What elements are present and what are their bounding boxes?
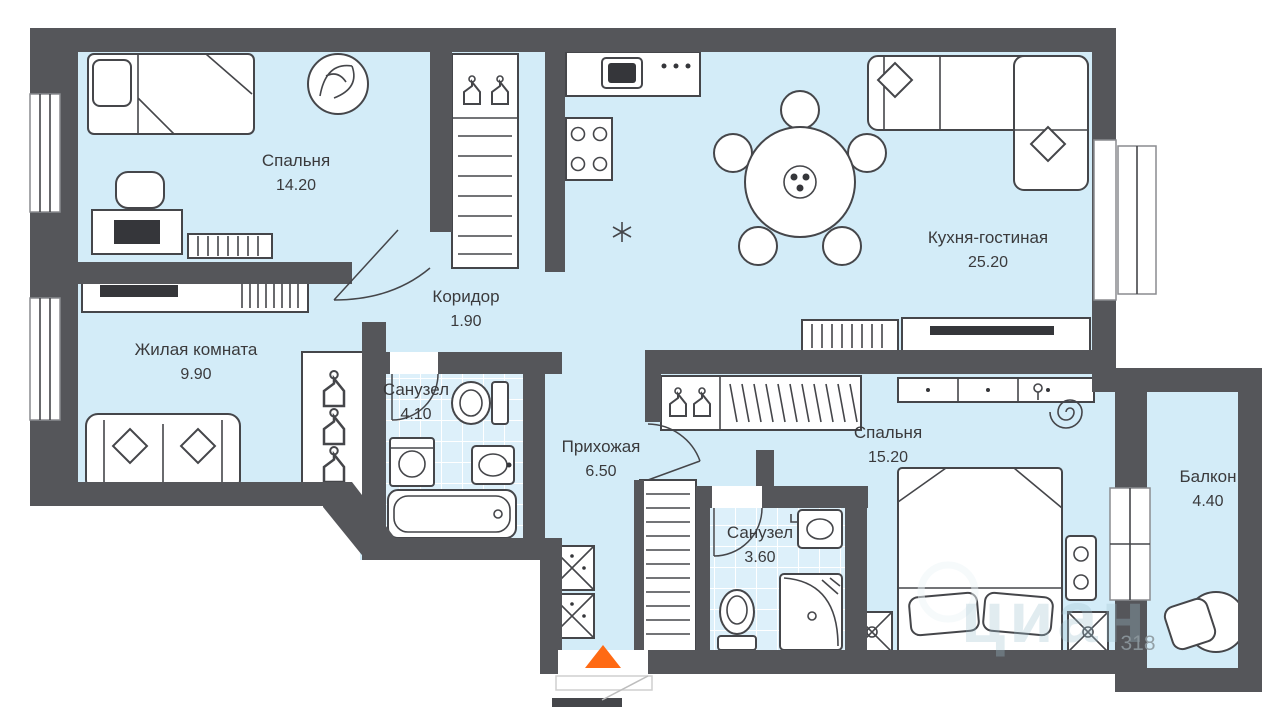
toilet-icon [451,381,509,425]
bookshelf-icon [187,233,273,259]
window-icon [29,93,61,213]
ceiling-light-icon [612,222,632,242]
bed-icon [897,467,1063,655]
doors [333,229,763,557]
room-label-balcony: Балкон [1179,467,1236,486]
door-swing [390,352,439,421]
wardrobe-icon [301,351,367,499]
sconce-icon [1033,383,1043,400]
room-labels: Спальня 14.20 Жилая комната 9.90 Коридор… [135,151,1237,566]
entrance-marker [585,645,621,668]
sink-icon [790,509,843,549]
stove-icon [565,117,613,181]
wardrobe-icon [660,375,862,431]
dresser-icon [897,377,1095,403]
kitchen-counter-icon [565,51,701,97]
room-label-living-room: Жилая комната [135,340,258,359]
wardrobe-icon [639,479,697,653]
room-label-bathroom-2: Санузел [727,523,793,542]
room-label-kitchen-living: Кухня-гостиная [928,228,1048,247]
room-area-corridor: 1.90 [450,313,481,330]
door-swing [712,486,763,557]
room-label-corridor: Коридор [432,287,499,306]
wardrobe-icon [451,53,519,269]
room-area-hallway: 6.50 [585,463,616,480]
watermark-logo-icon [917,561,979,623]
room-area-living-room: 9.90 [180,366,211,383]
room-label-bedroom-2: Спальня [854,423,922,442]
window-icon [29,297,61,421]
window-icon [1093,139,1157,301]
room-label-bathroom-1: Санузел [383,380,449,399]
shower-icon [779,573,843,651]
shelf-icon [1065,535,1097,601]
washing-machine-icon [389,437,435,487]
room-label-bedroom-1: Спальня [262,151,330,170]
room-area-bedroom-1: 14.20 [276,177,316,194]
room-area-bathroom-1: 4.10 [400,406,431,423]
balcony-chair-icon [1163,597,1217,651]
bed-icon [87,53,255,135]
watermark-number: 318 [1120,632,1155,655]
balcony-door-icon [1109,487,1151,601]
room-label-hallway: Прихожая [562,437,641,456]
media-unit-icon [801,317,1091,353]
bathtub-icon [387,489,517,539]
toilet-icon [717,589,757,651]
corner-sofa-icon [867,55,1089,191]
watermark: циан 318 [917,561,1156,658]
plant-icon [1049,399,1083,429]
dining-table-icon [713,90,887,266]
room-area-balcony: 4.40 [1192,493,1223,510]
room-area-bedroom-2: 15.20 [868,449,908,466]
entrance [552,645,653,707]
desk-icon [91,171,183,255]
sink-icon [471,445,515,485]
furniture-layer [81,51,1247,655]
sofa-icon [85,413,241,493]
windows [29,93,1157,601]
room-area-kitchen-living: 25.20 [968,254,1008,271]
door-swing [647,423,701,481]
room-area-bathroom-2: 3.60 [744,549,775,566]
plant-icon [307,53,369,115]
door-swing [333,229,431,301]
watermark-text: циан [961,578,1149,658]
